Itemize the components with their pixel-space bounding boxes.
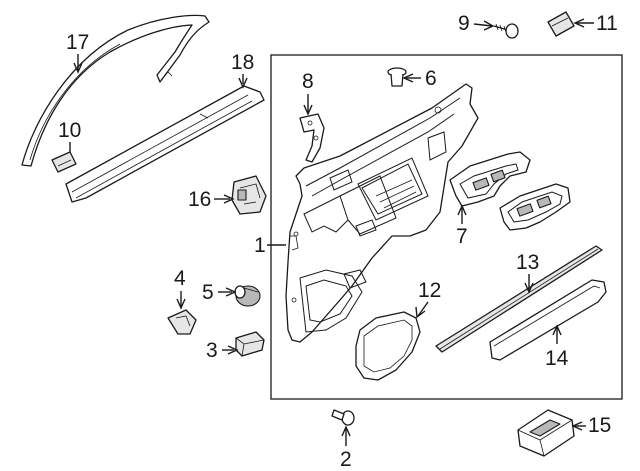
part-9-screw <box>493 23 519 39</box>
leader-18-arrow <box>238 77 248 89</box>
callout-16: 16 <box>188 188 211 211</box>
part-4-clip <box>167 309 197 335</box>
callout-8: 8 <box>302 70 314 93</box>
callout-1: 1 <box>254 234 266 257</box>
leader-9-arrow <box>483 20 495 31</box>
part-13-trim-strip <box>435 245 603 353</box>
callout-14: 14 <box>545 347 569 370</box>
leader-4-arrow <box>176 298 186 310</box>
part-8-bracket <box>299 113 325 163</box>
leader-2-arrow <box>341 425 351 437</box>
callout-11: 11 <box>596 12 618 35</box>
callout-5: 5 <box>202 281 214 304</box>
leader-12-arrow <box>415 306 426 319</box>
callout-7: 7 <box>456 225 468 248</box>
callout-6: 6 <box>425 67 437 90</box>
part-15-switch <box>517 409 575 457</box>
leader-13-arrow <box>524 282 534 294</box>
assembly-frame <box>270 54 623 400</box>
leader-16-arrow <box>223 194 235 204</box>
leader-6-arrow <box>402 73 414 83</box>
part-1-door-trim-panel <box>285 83 479 343</box>
callout-17: 17 <box>66 31 89 54</box>
part-17-window-moulding <box>21 14 210 167</box>
callout-12: 12 <box>418 279 441 302</box>
part-3-retainer <box>235 331 265 357</box>
callout-13: 13 <box>516 251 539 274</box>
leader-3-arrow <box>227 345 239 355</box>
leader-11-arrow <box>573 18 585 28</box>
part-7-switch-bezel <box>449 151 571 231</box>
part-2-push-pin <box>331 409 355 426</box>
callout-15: 15 <box>588 414 611 437</box>
part-14-armrest-pad <box>489 279 607 361</box>
part-11-pad <box>547 11 575 37</box>
callout-9: 9 <box>458 12 470 35</box>
part-6-push-pin <box>387 67 407 87</box>
leader-8-arrow <box>303 104 313 116</box>
leader-17-arrow <box>73 62 83 74</box>
callout-2: 2 <box>340 448 352 471</box>
part-10-clip <box>51 151 77 173</box>
leader-14-arrow <box>552 324 562 336</box>
callout-4: 4 <box>174 267 186 290</box>
part-5-grommet <box>234 285 261 307</box>
leader-5-arrow <box>225 287 237 297</box>
leader-9 <box>473 23 493 27</box>
leader-15-arrow <box>571 421 583 431</box>
leader-12 <box>417 301 429 317</box>
callout-10: 10 <box>58 119 81 142</box>
leader-7-arrow <box>457 204 467 216</box>
part-12-reflector <box>355 311 421 381</box>
part-16-switch-housing <box>231 175 267 215</box>
callout-3: 3 <box>206 339 218 362</box>
callout-18: 18 <box>231 51 254 74</box>
